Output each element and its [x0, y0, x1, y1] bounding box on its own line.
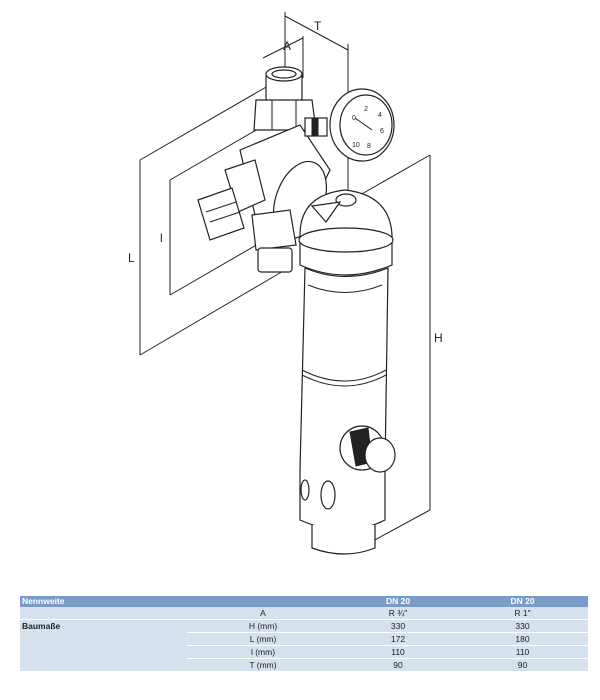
dimension-label-a: A [283, 39, 291, 53]
row-col2: 90 [457, 658, 588, 671]
dimension-label-h: H [434, 331, 443, 345]
flush-valve-handwheel [339, 425, 396, 473]
table-row: L (mm) 172 180 [20, 632, 588, 646]
pressure-gauge: 0 2 4 6 8 10 [304, 88, 395, 162]
row-param: L (mm) [187, 632, 339, 646]
outlet-connection [251, 209, 297, 273]
gauge-number: 4 [378, 112, 382, 119]
table-row: l (mm) 110 110 [20, 645, 588, 659]
group-label-baumasse: Baumaße [20, 619, 187, 671]
empty-cell [20, 607, 187, 620]
row-col2: R 1" [457, 607, 588, 620]
table-row: A R ¾" R 1" [20, 607, 588, 620]
table-row: T (mm) 90 90 [20, 658, 588, 671]
gauge-number: 2 [364, 106, 368, 113]
header-col1: DN 20 [339, 596, 457, 607]
row-col1: 110 [339, 645, 457, 659]
row-param: A [187, 607, 339, 620]
dimension-lines: A T L l H [128, 12, 443, 549]
gauge-number: 6 [380, 128, 384, 135]
row-col1: 172 [339, 632, 457, 646]
dimensions-table: Nennweite DN 20 DN 20 A R ¾" R 1" Baumaß… [20, 596, 588, 671]
pressure-adjust-knob [197, 159, 266, 241]
table-header-row: Nennweite DN 20 DN 20 [20, 596, 588, 607]
gauge-number: 10 [352, 142, 360, 149]
filter-technical-drawing: A T L l H 0 2 4 6 8 10 [128, 12, 443, 555]
dimension-label-t: T [314, 19, 322, 33]
filter-head [298, 189, 394, 276]
row-param: l (mm) [187, 645, 339, 659]
header-param [187, 596, 339, 607]
row-col2: 180 [457, 632, 588, 646]
row-col2: 330 [457, 619, 588, 633]
filter-bowl [299, 267, 389, 555]
row-col1: R ¾" [339, 607, 457, 620]
header-nennweite: Nennweite [20, 596, 187, 607]
row-col1: 330 [339, 619, 457, 633]
dimension-label-l-lower: l [160, 231, 163, 245]
row-col1: 90 [339, 658, 457, 671]
dimension-label-l-upper: L [128, 251, 135, 265]
gauge-number: 0 [352, 115, 356, 122]
table-row: Baumaße H (mm) 330 330 [20, 619, 588, 671]
gauge-number: 8 [367, 143, 371, 150]
inlet-connection [253, 66, 317, 131]
row-col2: 110 [457, 645, 588, 659]
header-col2: DN 20 [457, 596, 588, 607]
row-param: T (mm) [187, 658, 339, 671]
row-param: H (mm) [187, 619, 339, 633]
